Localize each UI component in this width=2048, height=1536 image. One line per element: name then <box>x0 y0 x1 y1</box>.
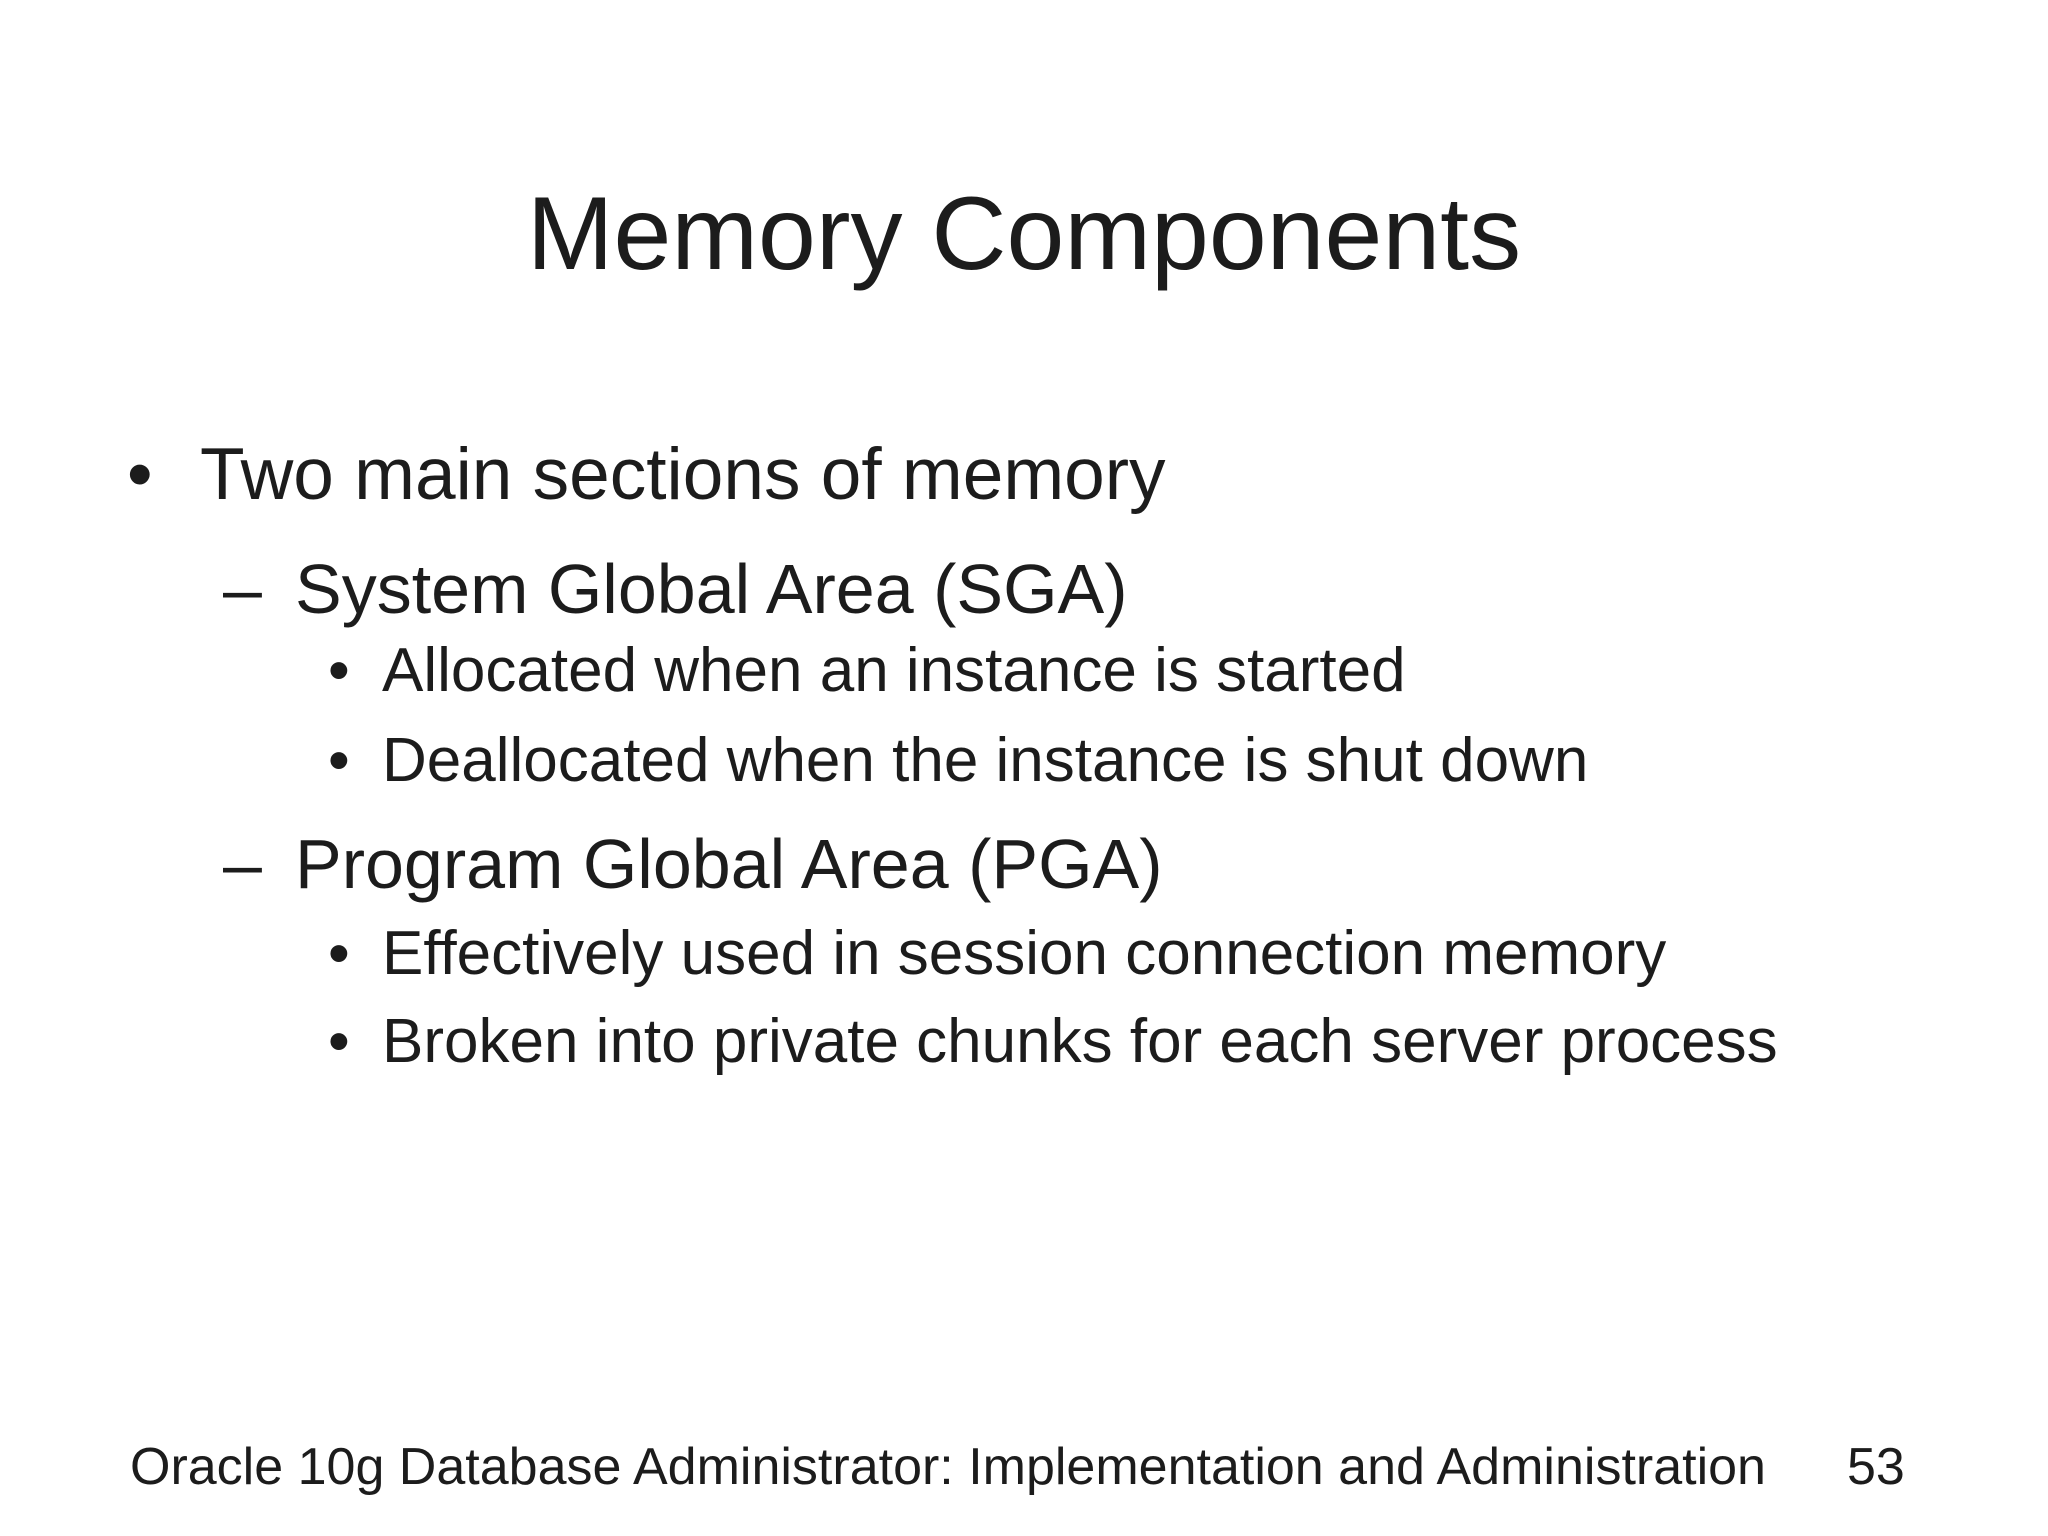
dash-marker-icon: – <box>223 550 262 628</box>
bullet-item-level2: – System Global Area (SGA) <box>223 554 1128 624</box>
footer-course-title: Oracle 10g Database Administrator: Imple… <box>130 1438 1766 1496</box>
bullet-item-level3: • Broken into private chunks for each se… <box>328 1011 1778 1073</box>
dash-marker-icon: – <box>223 825 262 903</box>
bullet-item-level3: • Allocated when an instance is started <box>328 640 1406 702</box>
bullet-dot-icon: • <box>328 1007 350 1076</box>
bullet-item-level2: – Program Global Area (PGA) <box>223 829 1163 899</box>
bullet-item-level3: • Effectively used in session connection… <box>328 923 1666 985</box>
bullet-text: Deallocated when the instance is shut do… <box>382 726 1589 795</box>
bullet-text: Two main sections of memory <box>200 434 1166 515</box>
bullet-dot-icon: • <box>328 919 350 988</box>
bullet-dot-icon: • <box>328 726 350 795</box>
bullet-text: Program Global Area (PGA) <box>295 825 1163 903</box>
bullet-text: Broken into private chunks for each serv… <box>382 1007 1778 1076</box>
bullet-text: Allocated when an instance is started <box>382 636 1406 705</box>
slide-title: Memory Components <box>526 176 1522 292</box>
bullet-text: System Global Area (SGA) <box>295 550 1128 628</box>
bullet-dot-icon: • <box>127 434 153 515</box>
bullet-item-level1: • Two main sections of memory <box>127 438 1166 511</box>
bullet-dot-icon: • <box>328 636 350 705</box>
bullet-item-level3: • Deallocated when the instance is shut … <box>328 730 1588 792</box>
page-number: 53 <box>1847 1438 1905 1496</box>
bullet-text: Effectively used in session connection m… <box>382 919 1667 988</box>
